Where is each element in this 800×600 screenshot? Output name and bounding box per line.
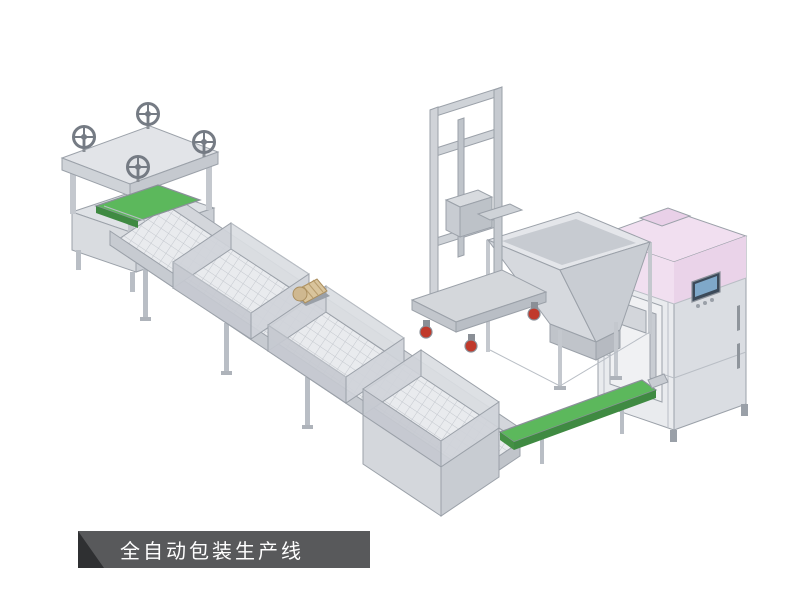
- head-pulley: [647, 373, 669, 389]
- caster-wheel: [464, 339, 478, 353]
- handwheel: [126, 155, 150, 182]
- machine-post: [70, 168, 76, 214]
- machine-leg: [76, 250, 81, 270]
- motor-endcap: [292, 286, 308, 302]
- machine-foot: [741, 404, 748, 416]
- panel-button: [696, 304, 700, 308]
- lifter-post: [429, 106, 439, 304]
- panel-button: [703, 301, 707, 305]
- conveyor-foot: [302, 425, 313, 429]
- belt-edge: [514, 390, 656, 450]
- conveyor-section-frame: [267, 285, 405, 404]
- caption-text: 全自动包装生产线: [120, 541, 304, 563]
- lifter-fork: [476, 203, 524, 221]
- lifter-post: [493, 86, 503, 284]
- hopper-foot: [554, 386, 566, 390]
- discharge-belt: [94, 184, 202, 228]
- machine-post: [206, 162, 212, 210]
- hopper-foot: [610, 376, 622, 380]
- handwheel: [136, 102, 160, 129]
- hopper-leg: [648, 242, 652, 334]
- incline-leg: [620, 404, 624, 434]
- caster-bracket: [423, 320, 430, 328]
- belt-edge: [500, 432, 514, 450]
- door-handle: [737, 343, 740, 369]
- caption-banner-fold: [78, 531, 104, 568]
- incline-conveyor: [498, 373, 669, 464]
- panel-button: [710, 298, 714, 302]
- control-screen-display: [695, 276, 717, 297]
- incline-leg: [540, 438, 544, 464]
- caster-bracket: [468, 334, 475, 342]
- machine-leg: [130, 272, 135, 292]
- conveyor-foot: [221, 371, 232, 375]
- conveyor-leg: [305, 377, 310, 427]
- lifter-carriage: [445, 199, 461, 238]
- hopper-leg: [614, 322, 618, 378]
- door-handle: [737, 305, 740, 331]
- caster-bracket: [531, 302, 538, 310]
- hopper-leg: [558, 330, 562, 388]
- belt-edge: [96, 206, 138, 228]
- caster-wheel: [527, 307, 541, 321]
- conveyor-end-cabinet: [362, 349, 500, 517]
- former-head: [638, 207, 692, 227]
- column-lifter: [410, 86, 548, 353]
- handwheel: [72, 125, 96, 152]
- conveyor-section-frame: [172, 222, 310, 340]
- caption-banner: 全自动包装生产线: [78, 531, 370, 568]
- lifter-carriage: [459, 196, 493, 238]
- caster-wheel: [419, 325, 433, 339]
- conveyor-leg: [224, 323, 229, 373]
- drive-motor: [292, 278, 330, 306]
- lifter-crossbar: [429, 126, 503, 159]
- machine-foot: [670, 430, 677, 442]
- hopper-cavity: [502, 219, 636, 265]
- conveyor-leg: [143, 269, 148, 319]
- conveyor-foot: [140, 317, 151, 321]
- handwheel: [192, 130, 216, 157]
- lifter-top-crossbar: [429, 86, 503, 119]
